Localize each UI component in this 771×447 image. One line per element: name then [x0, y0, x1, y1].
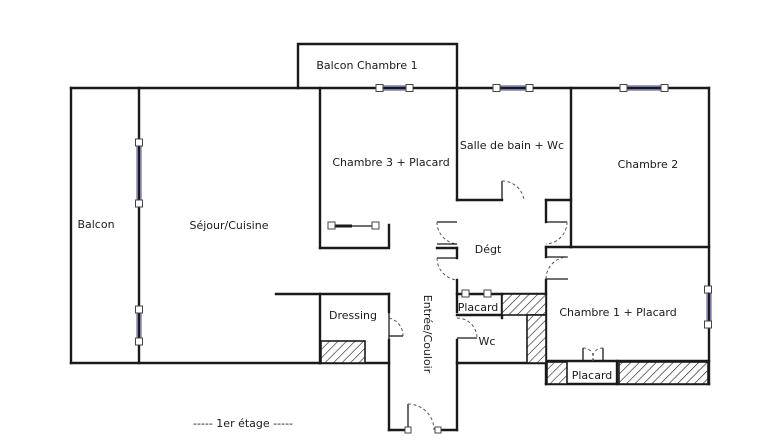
label-chambre-1: Chambre 1 + Placard — [559, 306, 676, 319]
wc-column-hatch — [526, 314, 547, 364]
label-chambre-2: Chambre 2 — [618, 158, 679, 171]
door-wc — [456, 317, 478, 339]
label-balcon: Balcon — [77, 218, 114, 231]
window-chambre2 — [619, 84, 669, 92]
window-chambre3 — [375, 84, 414, 92]
label-degt: Dégt — [475, 243, 502, 256]
chambre1-placard-left-hatch — [546, 361, 568, 385]
door-chambre1 — [545, 256, 569, 280]
hatched-blocks — [320, 293, 709, 385]
label-salle-de-bain: Salle de bain + Wc — [460, 139, 564, 152]
windows — [135, 84, 712, 346]
label-chambre-3: Chambre 3 + Placard — [332, 156, 449, 169]
window-sejour-top — [135, 138, 143, 208]
label-sejour-cuisine: Séjour/Cuisine — [190, 219, 269, 232]
chambre1-placard-right-hatch — [618, 361, 709, 385]
chambre3-placard-rail — [327, 221, 380, 230]
door-chambre3 — [436, 221, 458, 245]
window-chambre1 — [704, 285, 712, 329]
label-placard-2: Placard — [572, 369, 613, 382]
door-degt-left — [436, 257, 458, 281]
floor-level-label: ----- 1er étage ----- — [193, 417, 293, 430]
door-dressing — [388, 312, 404, 340]
door-placard-chambre1 — [582, 347, 604, 362]
dressing-hatch — [320, 340, 366, 364]
label-entree-couloir: Entrée/Couloir — [421, 295, 434, 374]
window-salle-de-bain — [492, 84, 534, 92]
label-wc: Wc — [479, 335, 496, 348]
placard-rail — [461, 289, 492, 298]
door-salle-de-bain — [501, 180, 525, 201]
label-dressing: Dressing — [329, 309, 377, 322]
door-chambre2 — [545, 221, 568, 245]
label-placard-1: Placard — [458, 301, 499, 314]
doors — [388, 180, 604, 434]
walls — [69, 42, 711, 432]
room-labels: Balcon Chambre 1 Balcon Séjour/Cuisine C… — [77, 59, 678, 430]
door-entrance — [404, 403, 442, 434]
label-balcon-chambre-1: Balcon Chambre 1 — [316, 59, 417, 72]
placard-hatch — [501, 293, 547, 316]
window-sejour-bottom — [135, 305, 143, 346]
